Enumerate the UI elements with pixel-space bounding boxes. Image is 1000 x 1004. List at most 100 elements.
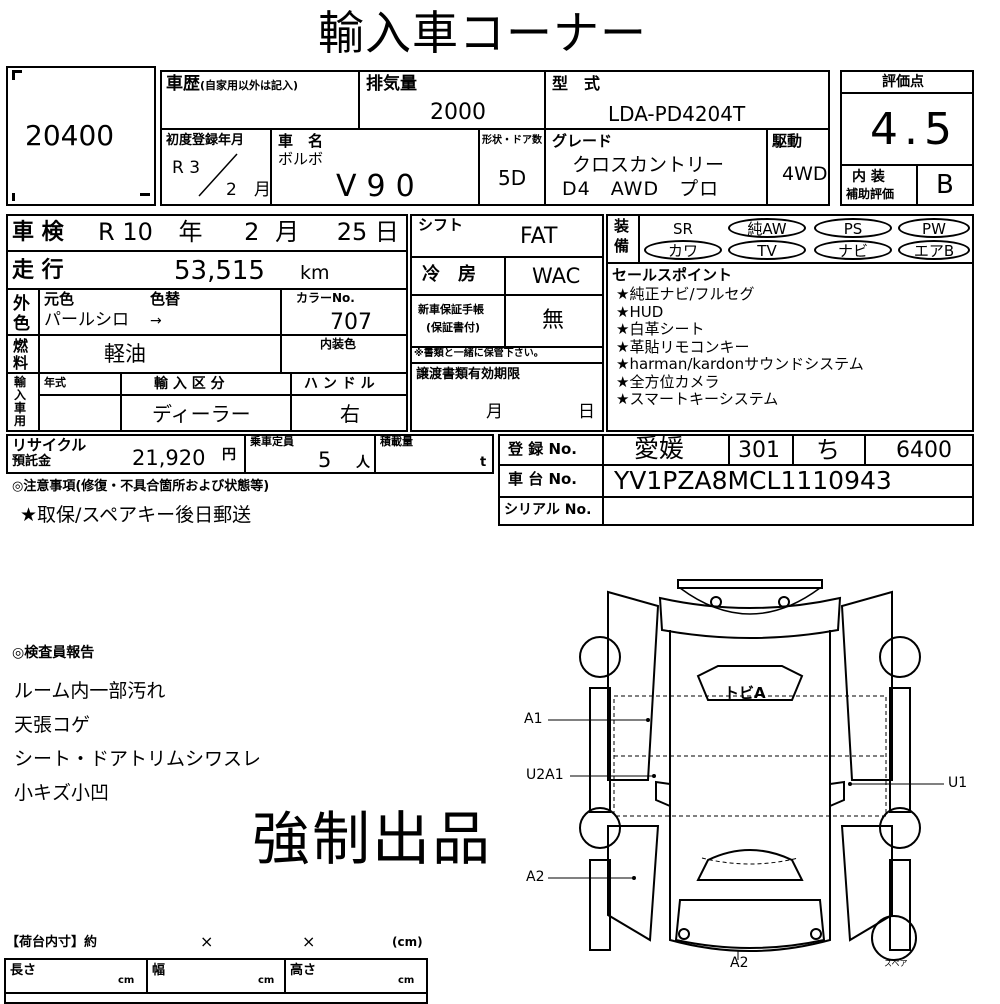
notes-label: ◎注意事項(修復・不具合箇所および状態等) [12,479,270,494]
cargo-x1: × [200,932,214,951]
mileage-label: 走 行 [12,258,64,283]
date-slash [198,153,238,197]
registration-pref: 愛媛 [634,434,685,463]
fuel-value: 軽油 [104,342,146,366]
equip-navi: ナビ [814,240,892,260]
first-registration-month: 2 月 [226,180,271,200]
diagram-label-u2a1: U2A1 [526,767,564,783]
cargo-x2: × [302,932,316,951]
drive-label: 駆動 [772,132,803,150]
equipment-label: 装備 [614,217,630,255]
page-title: 輸入車コーナー [318,6,647,60]
cargo-length-label: 長さ [10,963,37,978]
color-change-label: 色替 [150,290,181,308]
original-color-label: 元色 [44,290,75,308]
mileage-value: 53,515 [174,256,265,286]
diagram-label-a1: A1 [524,711,543,727]
forced-listing-stamp: 強制出品 [252,805,493,873]
equipment-grid [606,214,974,432]
vehicle-info-grid [160,70,830,206]
equip-pw: PW [898,218,970,238]
import-type-value: ディーラー [152,402,251,426]
interior-score-value: B [936,170,954,200]
diagram-label-top: トビA [724,684,766,702]
color-arrow: → [150,313,162,329]
car-maker: ボルボ [278,150,324,168]
mileage-unit: km [300,262,330,284]
equip-ps: PS [814,218,892,238]
shift-label: シフト [418,216,464,234]
sales-point: ★スマートキーシステム [616,390,779,408]
interior-score-label2: 補助評価 [846,187,895,201]
recycle-unit: 円 [222,447,236,463]
model-type-label: 型 式 [552,74,601,93]
sales-point: ★HUD [616,302,664,321]
spare-tire-label: スペア [884,959,908,968]
inspector-report-label: ◎検査員報告 [12,645,95,661]
score-label: 評価点 [882,74,924,90]
capacity-label: 乗車定員 [250,435,294,448]
shift-value: FAT [520,224,558,249]
import-year-label: 年式 [44,376,66,389]
report-line: 天張コゲ [14,714,91,736]
sales-points-label: セールスポイント [612,266,733,284]
color-side-label: 外色 [13,294,30,334]
inspection-date: R 10 年 2 月 25 日 [98,218,399,246]
aircon-value: WAC [532,264,581,288]
sales-point: ★革貼リモコンキー [616,337,750,356]
grade-label: グレード [552,132,613,150]
registration-grid [498,434,974,526]
sales-point: ★純正ナビ/フルセグ [616,285,755,303]
car-damage-diagram [548,579,944,961]
car-model: V90 [336,169,425,204]
car-name-label: 車 名 [278,132,324,150]
color-code-label: カラーNo. [296,291,355,305]
notes-text: ★取保/スペアキー後日郵送 [20,504,252,526]
cargo-length-unit: cm [118,975,135,986]
transfer-docs-label: 譲渡書類有効期限 [416,367,521,382]
history-label: 車歴(自家用以外は記入) [166,74,299,94]
model-type-value: LDA-PD4204T [608,102,746,126]
warranty-label2: (保証書付) [426,321,481,334]
original-color-value: パールシロ [44,310,129,330]
diagram-label-a2-left: A2 [526,869,545,885]
color-code-value: 707 [330,310,372,335]
drive-value: 4WD [782,163,828,185]
cargo-width-label: 幅 [152,963,166,978]
sales-point: ★白革シート [616,320,705,338]
displacement-value: 2000 [430,100,486,125]
handle-value: 右 [340,402,360,426]
sales-point: ★harman/kardonサウンドシステム [616,355,864,373]
inspection-label: 車 検 [12,220,64,245]
cargo-height-unit: cm [398,975,415,986]
report-line: シート・ドアトリムシワスレ [14,748,262,770]
cargo-label: 【荷台内寸】約 [6,935,98,950]
equip-alloy-wheel: 純AW [728,218,806,238]
interior-color-label: 内装色 [320,337,357,351]
chassis-value: YV1PZA8MCL1110943 [614,466,892,495]
displacement-label: 排気量 [366,74,417,94]
inspector-report-lines: ルーム内一部汚れ 天張コゲ シート・ドアトリムシワスレ 小キズ小凹 [14,674,261,810]
transfer-month-unit: 月 [486,402,503,422]
chassis-label: 車 台 No. [508,470,578,488]
aircon-label: 冷 房 [422,264,476,285]
registration-number: 6400 [896,438,952,463]
first-registration-era: R 3 [172,158,201,178]
sales-point: ★全方位カメラ [616,372,720,391]
warranty-value: 無 [542,308,565,333]
cargo-height-label: 高さ [290,963,317,978]
body-doors-label: 形状・ドア数 [482,135,542,146]
score-value: 4.5 [870,104,958,155]
registration-class: 301 [738,438,780,463]
interior-score-label1: 内 装 [852,169,885,185]
recycle-label2: 預託金 [12,454,52,469]
equip-leather: カワ [644,240,722,260]
report-line: ルーム内一部汚れ [14,680,166,702]
cargo-unit: (cm) [392,935,423,949]
cargo-grid [4,958,428,1004]
lot-number: 20400 [25,119,115,152]
recycle-label1: リサイクル [12,436,87,454]
equip-tv: TV [728,240,806,260]
import-type-label: 輸 入 区 分 [154,376,225,392]
capacity-unit: 人 [356,455,370,471]
